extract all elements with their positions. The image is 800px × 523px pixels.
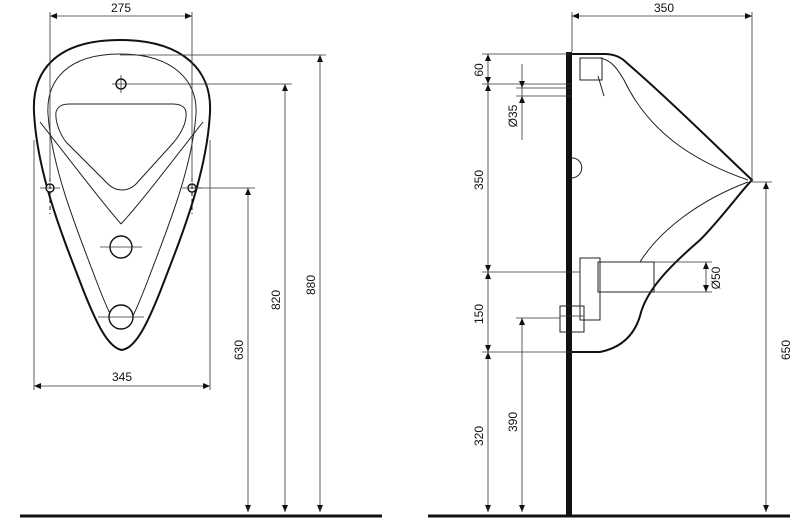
dim-35-arrow-bottom <box>519 96 525 103</box>
front-bowl-v-right <box>120 121 204 225</box>
side-view: 350 60 350 150 320 Ø35 390 Ø50 650 <box>428 1 793 518</box>
dim-390-label: 390 <box>506 412 520 432</box>
dim-320-label: 320 <box>472 426 486 446</box>
dim-35-label: Ø35 <box>506 104 520 127</box>
side-rim-detail <box>597 75 605 97</box>
side-wall <box>566 52 572 516</box>
front-bowl-v-left <box>39 121 122 225</box>
side-outlet-connector <box>559 305 585 333</box>
dim-350-label: 350 <box>472 170 486 190</box>
dim-630-label: 630 <box>232 340 246 360</box>
side-body-outline <box>572 53 754 353</box>
side-inner-profile <box>599 57 749 181</box>
side-bowl-inner <box>639 181 749 263</box>
dim-50-label: Ø50 <box>709 266 723 289</box>
front-view: 275 345 630 820 880 <box>20 1 382 518</box>
dim-35-arrow-top <box>519 81 525 88</box>
side-top-block <box>579 57 603 81</box>
side-waste-pipe <box>597 261 655 293</box>
front-body-outline <box>32 38 212 352</box>
dim-150-label: 150 <box>472 304 486 324</box>
dim-820-label: 820 <box>269 290 283 310</box>
dim-275-label: 275 <box>111 1 131 15</box>
front-inner-rim <box>47 53 197 329</box>
dim-880-label: 880 <box>304 275 318 295</box>
dim-345-label: 345 <box>112 370 132 384</box>
side-inlet-arc <box>571 157 583 179</box>
dim-650-label: 650 <box>779 340 793 360</box>
side-trap-body <box>579 257 601 321</box>
dim-60-label: 60 <box>472 63 486 77</box>
front-bowl-opening <box>55 103 187 191</box>
dim-350-depth-label: 350 <box>654 1 674 15</box>
